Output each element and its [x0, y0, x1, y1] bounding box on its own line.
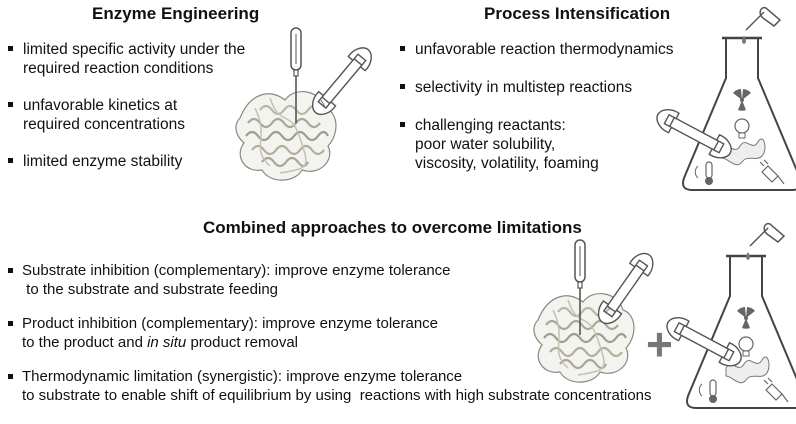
list-item: limited enzyme stability: [8, 152, 238, 171]
bullet: [8, 158, 13, 163]
item-text: product removal: [186, 333, 298, 351]
item-text: Substrate inhibition (complementary): im…: [22, 262, 451, 279]
wrench-icon: [306, 41, 378, 121]
enzyme-engineering-title: Enzyme Engineering: [92, 4, 260, 23]
item-text: to the substrate and substrate feeding: [22, 280, 279, 298]
pipette-icon: [745, 222, 785, 261]
bullet: [8, 268, 13, 273]
combined-approaches-list: Substrate inhibition (complementary): im…: [8, 262, 728, 405]
list-item: Thermodynamic limitation (synergistic): …: [8, 368, 728, 405]
list-item: unfavorable reaction thermodynamics: [400, 40, 674, 59]
list-item: selectivity in multistep reactions: [400, 78, 670, 97]
bullet: [8, 46, 13, 51]
bullet: [8, 374, 13, 379]
bullet: [8, 321, 13, 326]
bullet: [400, 46, 405, 51]
bullet: [400, 122, 405, 127]
item-text: unfavorable reaction thermodynamics: [415, 41, 674, 58]
item-text: limited specific activity under the: [23, 41, 246, 58]
list-item: limited specific activity under the requ…: [8, 40, 245, 78]
item-text: to substrate to enable shift of equilibr…: [22, 386, 652, 404]
item-text: Thermodynamic limitation (synergistic): …: [22, 368, 463, 385]
list-item: Substrate inhibition (complementary): im…: [8, 262, 728, 299]
list-item: Product inhibition (complementary): impr…: [8, 315, 728, 352]
item-text: limited enzyme stability: [23, 153, 183, 170]
item-text: viscosity, volatility, foaming: [415, 155, 599, 172]
item-text: challenging reactants:: [415, 117, 566, 134]
item-text: to the product and: [22, 333, 148, 351]
list-item: unfavorable kinetics at required concent…: [8, 96, 238, 134]
item-text: selectivity in multistep reactions: [415, 79, 633, 96]
combined-approaches-title: Combined approaches to overcome limitati…: [203, 218, 582, 237]
process-intensification-list: unfavorable reaction thermodynamics sele…: [400, 40, 674, 173]
enzyme-engineering-list: limited specific activity under the requ…: [8, 40, 245, 171]
item-text: poor water solubility,: [415, 136, 556, 153]
bullet: [400, 84, 405, 89]
flask-icon: [685, 254, 796, 410]
item-text: unfavorable kinetics at: [23, 97, 178, 114]
flask-icon: [681, 36, 796, 192]
bullet: [8, 102, 13, 107]
list-item: challenging reactants: poor water solubi…: [400, 116, 670, 173]
item-text: required reaction conditions: [23, 60, 214, 77]
item-text: Product inhibition (complementary): impr…: [22, 315, 439, 332]
process-intensification-title: Process Intensification: [484, 4, 671, 23]
item-text-italic: in situ: [147, 333, 187, 351]
item-text: required concentrations: [23, 116, 185, 133]
